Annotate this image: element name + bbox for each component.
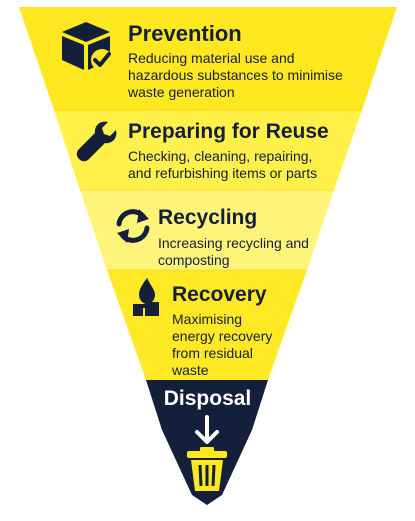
- flame-energy-icon: [133, 278, 159, 316]
- down-arrow-icon: [195, 415, 219, 444]
- trash-bin-icon: [187, 447, 227, 491]
- desc-line: composting: [158, 252, 230, 268]
- tier-title-recycling: Recycling: [158, 206, 258, 229]
- desc-line: from residual: [172, 345, 253, 361]
- tier-desc-recovery: Maximising energy recovery from residual…: [172, 311, 272, 379]
- tier-title-disposal: Disposal: [163, 387, 252, 410]
- wrench-icon: [76, 121, 117, 162]
- tier-band-recycling: [80, 190, 334, 270]
- desc-line: hazardous substances to minimise: [128, 67, 343, 83]
- box-check-icon: [62, 22, 113, 71]
- tier-band-recovery: [107, 270, 307, 380]
- tier-band-preparing-for-reuse: [54, 110, 362, 190]
- tier-desc-preparing-for-reuse: Checking, cleaning, repairing, and refur…: [128, 148, 317, 182]
- desc-line: Increasing recycling and: [158, 235, 309, 251]
- tier-title-recovery: Recovery: [172, 283, 267, 306]
- desc-line: and refurbishing items or parts: [128, 165, 318, 181]
- desc-line: waste: [172, 362, 209, 378]
- tier-band-prevention: [19, 7, 397, 110]
- tier-desc-prevention: Reducing material use and hazardous subs…: [128, 50, 343, 101]
- recycle-arrows-icon: [116, 209, 150, 243]
- desc-line: waste generation: [128, 84, 235, 100]
- desc-line: Reducing material use and: [128, 50, 295, 66]
- desc-line: energy recovery: [172, 328, 273, 344]
- desc-line: Checking, cleaning, repairing,: [128, 148, 313, 164]
- tier-title-preparing-for-reuse: Preparing for Reuse: [128, 120, 329, 143]
- tier-title-prevention: Prevention: [128, 21, 242, 46]
- desc-line: Maximising: [172, 311, 243, 327]
- tier-desc-recycling: Increasing recycling and composting: [158, 235, 309, 269]
